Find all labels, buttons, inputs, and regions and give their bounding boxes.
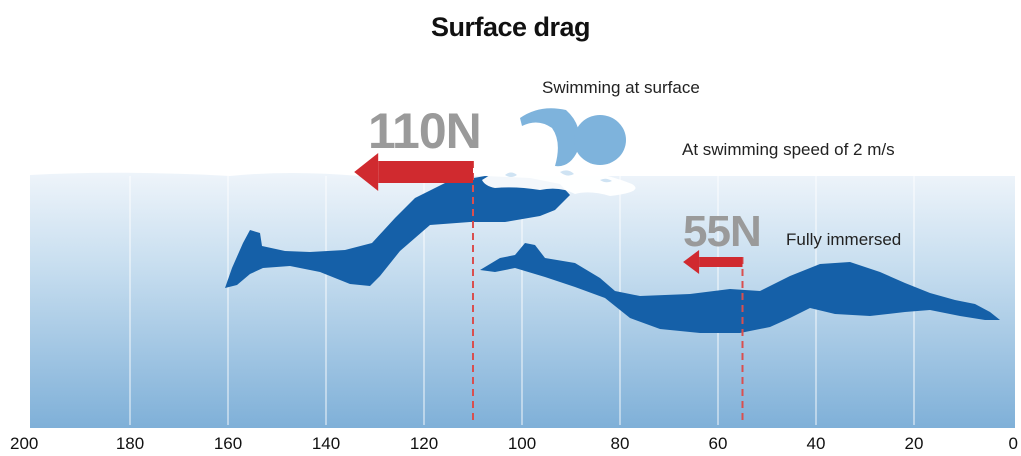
swimmer-head [574, 115, 626, 165]
x-tick-label: 20 [905, 434, 924, 453]
force-arrow-immersed [683, 250, 743, 274]
force-arrow-surface [354, 153, 473, 191]
x-tick-label: 80 [611, 434, 630, 453]
speed-annotation: At swimming speed of 2 m/s [682, 140, 895, 159]
x-tick-label: 60 [709, 434, 728, 453]
x-tick-label: 200 [10, 434, 38, 453]
x-tick-label: 100 [508, 434, 536, 453]
series-label-immersed: Fully immersed [786, 230, 901, 249]
immersed-swimmer [480, 243, 1000, 333]
x-tick-label: 120 [410, 434, 438, 453]
splash [482, 155, 636, 196]
x-tick-label: 180 [116, 434, 144, 453]
force-label-surface: 110N [368, 103, 481, 159]
x-tick-label: 160 [214, 434, 242, 453]
series-label-surface: Swimming at surface [542, 78, 700, 97]
swimmer-arm [520, 108, 580, 167]
x-tick-label: 0 [1009, 434, 1018, 453]
surface-swimmer [225, 176, 570, 288]
force-label-immersed: 55N [683, 207, 761, 256]
x-tick-label: 40 [807, 434, 826, 453]
chart-title: Surface drag [430, 12, 591, 42]
x-tick-label: 140 [312, 434, 340, 453]
